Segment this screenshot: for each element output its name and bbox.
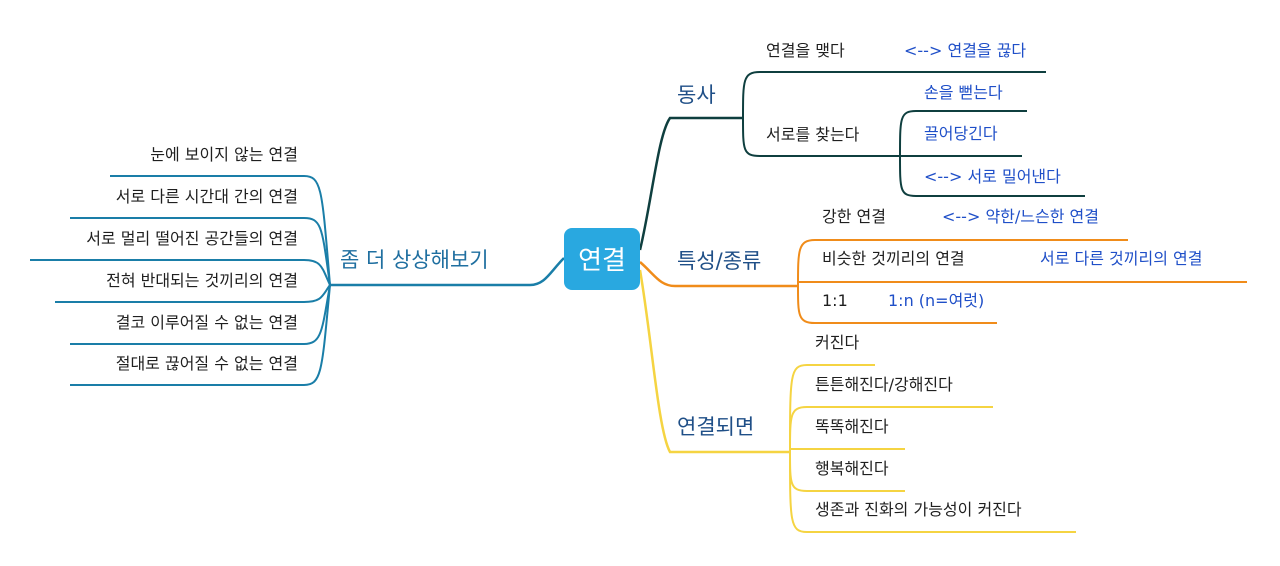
branch-imagine[interactable]: 좀 더 상상해보기 눈에 보이지 않는 연결 서로 다른 시간대 간의 연결 서… xyxy=(30,145,565,386)
edge-imagine-item-5 xyxy=(70,284,331,386)
imagine-item-1[interactable]: 서로 다른 시간대 간의 연결 xyxy=(116,187,298,206)
traits-similar-contrast[interactable]: 서로 다른 것끼리의 연결 xyxy=(1040,249,1202,268)
edge-traits-strong xyxy=(797,239,1128,287)
imagine-item-3[interactable]: 전혀 반대되는 것끼리의 연결 xyxy=(106,271,298,290)
edge-verbs-find xyxy=(742,117,900,157)
find-item-1[interactable]: 끌어당긴다 xyxy=(924,124,998,143)
root-node[interactable]: 연결 xyxy=(564,228,640,290)
edge-imagine-item-1 xyxy=(70,217,331,286)
verbs-connect-contrast[interactable]: <--> 연결을 끊다 xyxy=(904,41,1026,60)
traits-similar-label[interactable]: 비슷한 것끼리의 연결 xyxy=(822,249,965,268)
edge-results-item-4 xyxy=(789,451,1076,533)
branch-label-imagine[interactable]: 좀 더 상상해보기 xyxy=(340,248,489,272)
edge-verbs-connect xyxy=(742,71,1046,119)
root-node-label[interactable]: 연결 xyxy=(578,246,626,276)
find-item-0[interactable]: 손을 뻗는다 xyxy=(924,83,1003,102)
traits-ratio-contrast[interactable]: 1:n (n=여럿) xyxy=(888,291,984,310)
imagine-item-5[interactable]: 절대로 끊어질 수 없는 연결 xyxy=(116,354,298,373)
branch-traits[interactable]: 특성/종류 강한 연결 <--> 약한/느슨한 연결 비슷한 것끼리의 연결 서… xyxy=(639,207,1247,324)
branch-label-verbs[interactable]: 동사 xyxy=(677,83,716,107)
results-item-4[interactable]: 생존과 진화의 가능성이 커진다 xyxy=(815,500,1022,519)
edge-find-item-2 xyxy=(899,155,1085,197)
branch-results[interactable]: 연결되면 커진다 튼튼해진다/강해진다 똑똑해진다 행복해진다 생존과 진화의 … xyxy=(638,269,1076,533)
results-item-2[interactable]: 똑똑해진다 xyxy=(815,417,889,436)
edge-imagine-item-2 xyxy=(30,259,331,286)
find-item-2[interactable]: <--> 서로 밀어낸다 xyxy=(924,167,1061,186)
edge-imagine-item-4 xyxy=(70,284,331,345)
traits-strong-label[interactable]: 강한 연결 xyxy=(822,207,886,226)
verbs-connect-label[interactable]: 연결을 맺다 xyxy=(766,41,845,60)
edge-imagine-item-0 xyxy=(110,175,331,286)
imagine-item-2[interactable]: 서로 멀리 떨어진 공간들의 연결 xyxy=(86,229,298,248)
results-item-1[interactable]: 튼튼해진다/강해진다 xyxy=(815,375,953,394)
edge-root-verbs xyxy=(638,116,743,251)
edge-traits-ratio xyxy=(797,285,997,324)
branch-label-traits[interactable]: 특성/종류 xyxy=(677,249,761,273)
results-item-0[interactable]: 커진다 xyxy=(815,333,859,352)
traits-strong-contrast[interactable]: <--> 약한/느슨한 연결 xyxy=(942,207,1099,226)
verbs-find-label[interactable]: 서로를 찾는다 xyxy=(766,125,860,144)
edge-find-item-0 xyxy=(899,110,1027,157)
results-item-3[interactable]: 행복해진다 xyxy=(815,459,889,478)
edge-root-traits xyxy=(639,261,798,288)
branch-label-results[interactable]: 연결되면 xyxy=(677,415,754,439)
edge-root-imagine xyxy=(330,257,565,287)
imagine-item-4[interactable]: 결코 이루어질 수 없는 연결 xyxy=(116,313,298,332)
edge-root-results xyxy=(638,269,790,454)
imagine-item-0[interactable]: 눈에 보이지 않는 연결 xyxy=(150,145,298,164)
edge-results-item-1 xyxy=(789,406,993,453)
traits-ratio-label[interactable]: 1:1 xyxy=(822,291,848,310)
branch-verbs[interactable]: 동사 연결을 맺다 <--> 연결을 끊다 서로를 찾는다 손을 뻗는다 끌어당… xyxy=(638,41,1085,251)
root-node-box xyxy=(564,228,640,290)
edge-imagine-item-3 xyxy=(55,284,331,303)
